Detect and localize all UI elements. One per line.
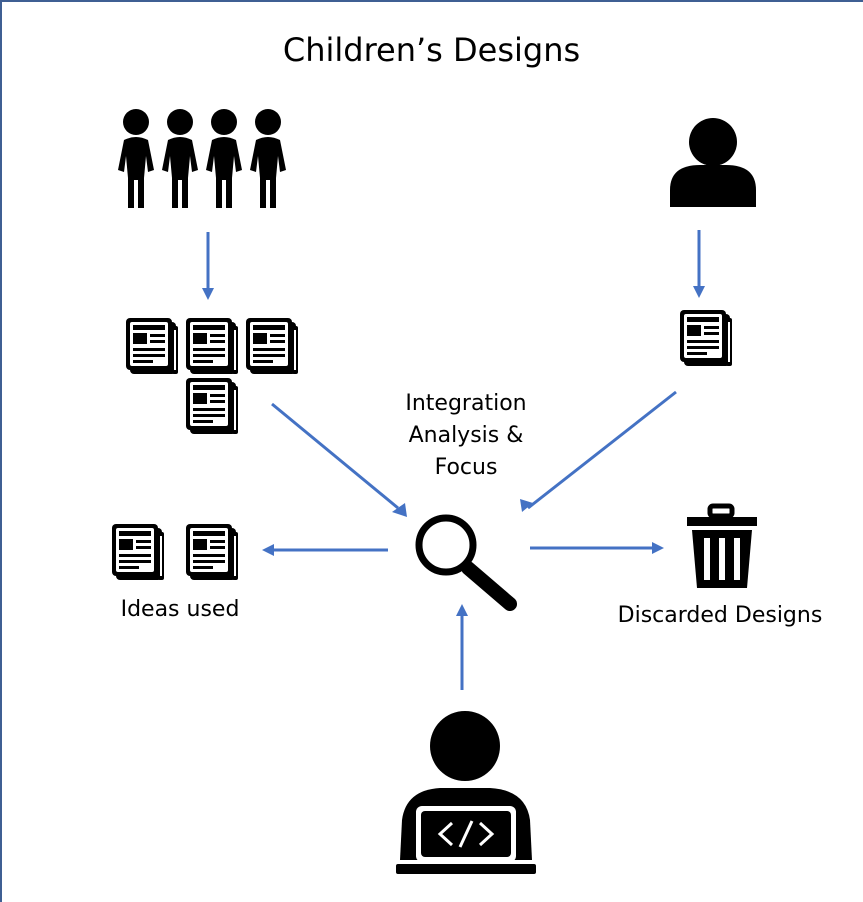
person-icon <box>670 118 756 207</box>
arrow-designs-to-analysis <box>271 402 399 510</box>
arrows <box>206 230 701 690</box>
newspaper-icon <box>246 318 298 374</box>
integration-label: Integration Analysis & Focus <box>366 388 566 484</box>
newspaper-icon <box>186 318 238 374</box>
ideas-used-group <box>112 524 238 580</box>
diagram-title: Children’s Designs <box>282 31 581 69</box>
newspaper-icon <box>126 318 178 374</box>
developer-laptop-icon <box>396 711 536 874</box>
arrowheads <box>202 286 705 616</box>
newspaper-icon <box>112 524 164 580</box>
integration-line-1: Integration <box>405 391 527 416</box>
newspaper-icon <box>186 524 238 580</box>
newspaper-icon <box>680 310 732 366</box>
integration-line-3: Focus <box>434 455 498 480</box>
discarded-designs-label: Discarded Designs <box>617 603 823 628</box>
arrow-design-to-analysis <box>527 390 677 510</box>
integration-line-2: Analysis & <box>408 423 524 448</box>
trash-can-icon <box>687 503 757 588</box>
magnifying-glass-icon <box>415 514 517 611</box>
newspaper-icon <box>186 378 238 434</box>
children-designs-group <box>126 318 298 434</box>
group-of-children-icon <box>118 109 286 208</box>
ideas-used-label: Ideas used <box>120 597 240 622</box>
